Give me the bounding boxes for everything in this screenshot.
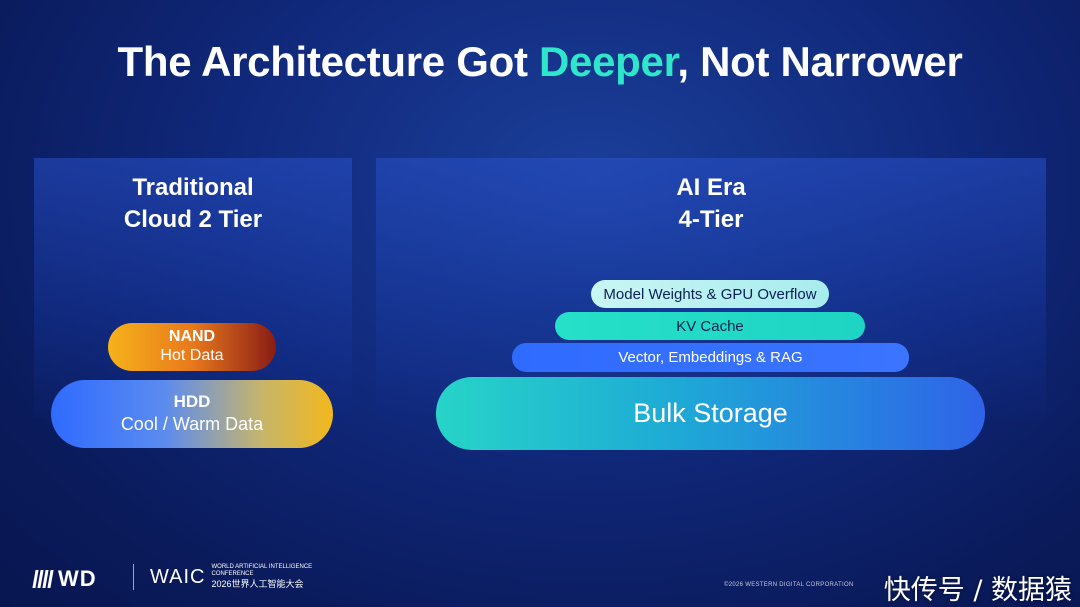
hdd-tier-desc: Cool / Warm Data — [120, 414, 264, 434]
waic-logo: WAIC WORLD ARTIFICIAL INTELLIGENCE CONFE… — [150, 564, 312, 590]
title-highlight: Deeper — [539, 38, 678, 85]
waic-mark: WAIC — [150, 565, 206, 588]
footer-divider — [133, 564, 134, 590]
ai-era-panel-title: AI Era 4-Tier — [376, 172, 1046, 236]
wd-logo: WD — [32, 566, 97, 592]
waic-line2: CONFERENCE — [211, 571, 254, 577]
traditional-panel: Traditional Cloud 2 Tier — [34, 158, 352, 418]
copyright-text: ©2026 WESTERN DIGITAL CORPORATION — [724, 582, 854, 588]
kv-cache-tier: KV Cache — [555, 312, 865, 340]
traditional-title-line2: Cloud 2 Tier — [123, 206, 263, 233]
waic-text: WORLD ARTIFICIAL INTELLIGENCE CONFERENCE… — [211, 564, 312, 590]
bulk-storage-tier: Bulk Storage — [436, 377, 985, 450]
watermark-text: 快传号 / 数据猿 — [883, 575, 1072, 606]
ai-era-title-line2: 4-Tier — [678, 206, 744, 233]
vector-embeddings-tier: Vector, Embeddings & RAG — [512, 343, 909, 372]
title-part2: , Not Narrower — [677, 38, 963, 85]
nand-tier-name: NAND — [168, 328, 216, 345]
waic-line1: WORLD ARTIFICIAL INTELLIGENCE — [211, 564, 313, 570]
slide-title: The Architecture Got Deeper, Not Narrowe… — [0, 38, 1080, 86]
wd-logo-text: WD — [58, 566, 97, 591]
ai-era-title-line1: AI Era — [676, 174, 746, 201]
nand-tier: NAND Hot Data — [108, 323, 276, 371]
hdd-tier: HDD Cool / Warm Data — [51, 380, 333, 448]
traditional-panel-title: Traditional Cloud 2 Tier — [34, 172, 352, 236]
model-weights-tier: Model Weights & GPU Overflow — [591, 280, 829, 308]
waic-cn: 2026世界人工智能大会 — [211, 579, 304, 589]
nand-tier-desc: Hot Data — [160, 347, 224, 364]
traditional-title-line1: Traditional — [132, 174, 254, 201]
hdd-tier-name: HDD — [173, 392, 211, 411]
title-part1: The Architecture Got — [117, 38, 540, 85]
wd-bars-icon — [32, 570, 54, 588]
footer: WD WAIC WORLD ARTIFICIAL INTELLIGENCE CO… — [0, 556, 1080, 607]
